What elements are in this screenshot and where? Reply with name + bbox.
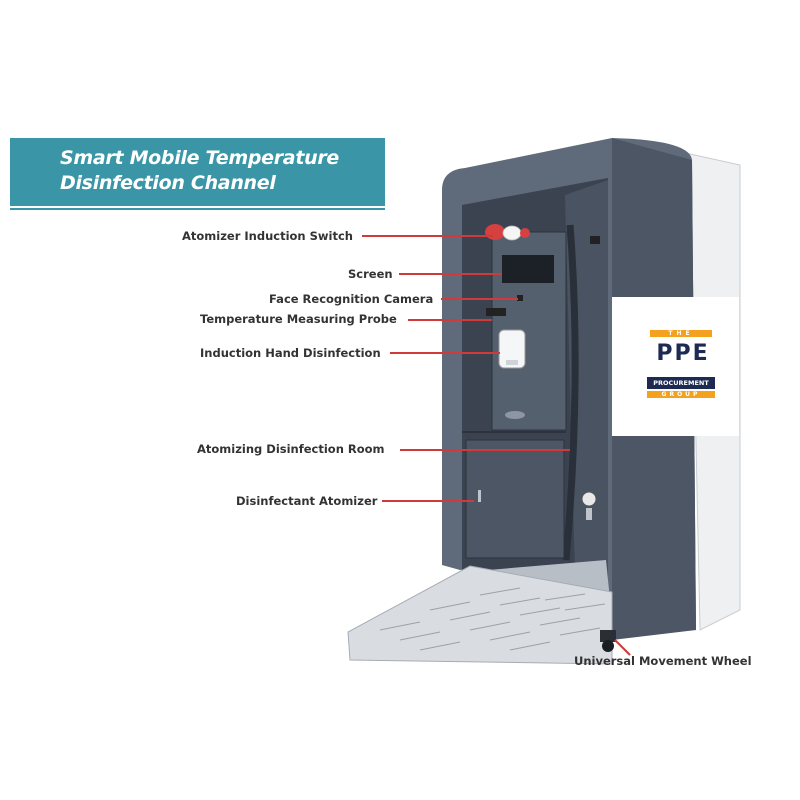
- pressure-gauge: [581, 491, 597, 507]
- dispenser-nozzle: [506, 360, 518, 365]
- lower-door: [465, 439, 565, 559]
- ppe-logo: THE PPE PROCUREMENT GROUP: [612, 297, 739, 436]
- temperature-probe: [486, 308, 506, 316]
- callout-disinfectant-atomizer: Disinfectant Atomizer: [236, 494, 378, 508]
- entry-ramp: [347, 565, 613, 665]
- curtain-strip: [562, 224, 579, 561]
- wheel-mount: [600, 630, 616, 642]
- title-banner: [10, 138, 385, 206]
- callout-universal-movement-wheel: Universal Movement Wheel: [574, 654, 752, 668]
- ramp-slots: [379, 587, 606, 651]
- leader-wheel: [614, 639, 631, 656]
- callout-screen: Screen: [348, 267, 393, 281]
- atomizer-switch-tip: [520, 228, 530, 238]
- callout-temperature-measuring-probe: Temperature Measuring Probe: [200, 312, 397, 326]
- atomizer-switch-white: [502, 225, 522, 241]
- gauge-pipe: [586, 508, 592, 520]
- callout-induction-hand-disinfection: Induction Hand Disinfection: [200, 346, 381, 360]
- status-indicator: [590, 236, 600, 244]
- screen-panel: [502, 255, 554, 283]
- title-line-2: Disinfection Channel: [60, 172, 276, 194]
- leader-lines: [362, 235, 631, 656]
- door-handle: [478, 490, 481, 502]
- logo-ppe-text: PPE: [656, 341, 710, 366]
- camera-lens: [517, 295, 523, 301]
- logo-top-bar: THE: [650, 330, 712, 337]
- callout-face-recognition-camera: Face Recognition Camera: [269, 292, 434, 306]
- hand-dispenser: [498, 329, 526, 369]
- universal-wheel: [602, 640, 614, 652]
- logo-group-text: GROUP: [647, 391, 715, 398]
- diagram-title: Smart Mobile Temperature Disinfection Ch…: [60, 146, 380, 196]
- callout-atomizer-induction-switch: Atomizer Induction Switch: [182, 229, 353, 243]
- logo-procurement-text: PROCUREMENT: [647, 377, 715, 389]
- callout-atomizing-disinfection-room: Atomizing Disinfection Room: [197, 442, 385, 456]
- tray: [505, 411, 525, 419]
- atomizer-switch-red: [485, 224, 505, 240]
- title-underline: [10, 208, 385, 210]
- title-line-1: Smart Mobile Temperature: [60, 147, 339, 169]
